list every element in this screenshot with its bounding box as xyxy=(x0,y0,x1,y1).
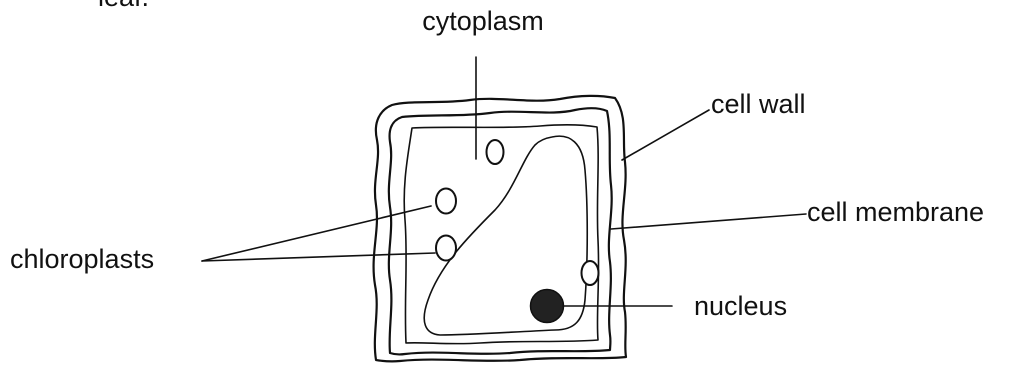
nucleus-organelle xyxy=(531,290,564,323)
cell-wall-leader-line xyxy=(622,110,709,160)
chloroplast-leader-line-upper xyxy=(202,206,431,261)
chloroplasts-label: chloroplasts xyxy=(10,244,154,274)
cell-membrane-leader-line xyxy=(611,214,806,229)
chloroplast-top xyxy=(487,140,504,164)
chloroplast-leader-line-lower xyxy=(202,253,435,261)
cytoplasm-label: cytoplasm xyxy=(422,6,544,36)
chloroplast-right xyxy=(582,261,599,285)
nucleus-label: nucleus xyxy=(694,291,787,321)
top-text-fragment: leaf. xyxy=(98,0,149,12)
chloroplast-lower xyxy=(436,236,456,261)
cell-wall-label: cell wall xyxy=(711,89,806,119)
cell-membrane-label: cell membrane xyxy=(807,197,984,227)
chloroplast-upper xyxy=(436,189,456,214)
